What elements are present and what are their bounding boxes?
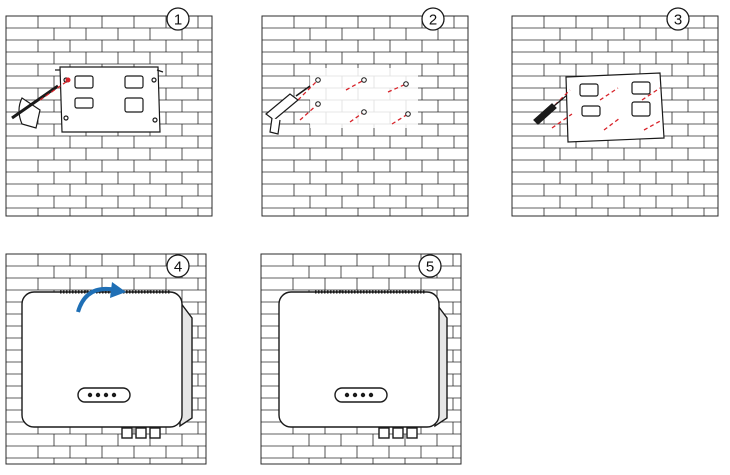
step-2-illustration: 2 — [250, 0, 475, 230]
step-3-illustration: 3 — [500, 0, 725, 230]
step-number: 1 — [174, 12, 182, 29]
step-5-panel: 5 — [255, 240, 480, 475]
inverter-icon — [279, 292, 447, 438]
step-4-illustration: 4 — [0, 240, 225, 475]
step-4-panel: 4 — [0, 240, 225, 475]
step-1-illustration: 1 — [0, 0, 225, 230]
step-number: 4 — [174, 259, 182, 276]
inverter-icon — [22, 292, 192, 438]
mounting-bracket-icon — [55, 67, 163, 132]
step-2-panel: 2 — [250, 0, 475, 230]
step-3-panel: 3 — [500, 0, 725, 230]
step-number: 5 — [426, 259, 434, 276]
step-badge: 3 — [667, 8, 689, 30]
step-badge: 5 — [419, 255, 441, 277]
step-badge: 2 — [422, 8, 444, 30]
step-number: 3 — [674, 12, 682, 29]
bracket-outline — [310, 68, 418, 128]
step-5-illustration: 5 — [255, 240, 480, 475]
step-badge: 1 — [167, 8, 189, 30]
mounting-bracket-icon — [566, 73, 664, 142]
step-number: 2 — [429, 12, 437, 29]
step-1-panel: 1 — [0, 0, 225, 230]
step-badge: 4 — [167, 255, 189, 277]
